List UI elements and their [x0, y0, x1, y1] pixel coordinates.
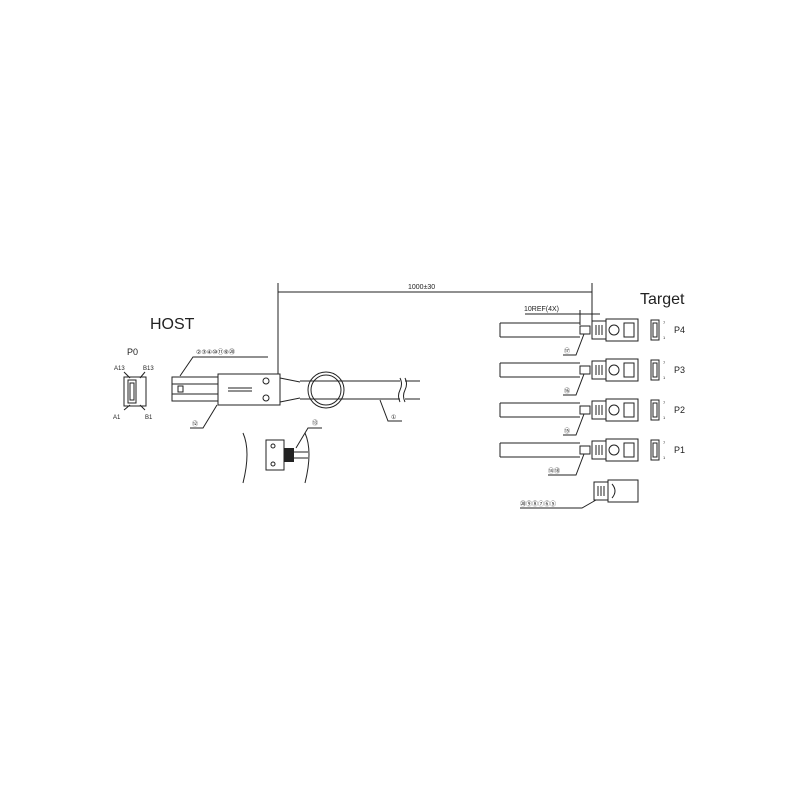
host-detail-view: [242, 432, 310, 484]
target-port-label: P2: [674, 405, 685, 415]
target-title: Target: [640, 291, 685, 308]
pin-1-label: 1: [663, 375, 666, 380]
spare-callouts: ⑳⑨⑧⑦⑥⑤: [520, 500, 556, 508]
pin-7-label: 7: [663, 400, 666, 405]
host-connector-face: [123, 371, 147, 411]
target-callout: ⑮: [564, 427, 570, 435]
pin-1-label: 1: [663, 415, 666, 420]
pin-a1: A1: [113, 415, 121, 421]
pin-7-label: 7: [663, 440, 666, 445]
pin-1-label: 1: [663, 335, 666, 340]
target-branch-p4: 7 1 P4 ⑰: [499, 318, 685, 356]
detail-callout: ⑬: [312, 419, 318, 427]
target-pin-face: [650, 399, 660, 421]
pin-b13: B13: [143, 366, 154, 372]
target-port-label: P4: [674, 325, 685, 335]
cable-callout: ①: [391, 414, 396, 421]
ref-dimension: 10REF(4X): [524, 306, 559, 313]
target-callout: ⑰: [564, 347, 570, 355]
pin-1-label: 1: [663, 455, 666, 460]
target-branch-p2: 7 1 P2 ⑮: [499, 398, 685, 436]
target-pin-face: [650, 359, 660, 381]
pin-a13: A13: [114, 366, 125, 372]
host-callout-bottom: ⑫: [192, 420, 198, 428]
host-callouts-top: ②③④⑩⑪⑨⑳: [196, 348, 235, 356]
length-dimension: 1000±30: [408, 284, 435, 291]
target-callout: ⑯: [564, 387, 570, 395]
pin-b1: B1: [145, 415, 153, 421]
target-port-label: P3: [674, 365, 685, 375]
target-callout: ⑭⑱: [548, 467, 560, 475]
spare-target-connector: [593, 479, 639, 503]
target-port-label: P1: [674, 445, 685, 455]
target-pin-face: [650, 439, 660, 461]
host-title: HOST: [150, 316, 195, 333]
host-plug: [171, 371, 420, 409]
target-branch-p1: 7 1 P1 ⑭⑱: [499, 438, 685, 476]
pin-7-label: 7: [663, 320, 666, 325]
host-port-label: P0: [127, 347, 138, 357]
target-pin-face: [650, 319, 660, 341]
pin-7-label: 7: [663, 360, 666, 365]
target-branch-p3: 7 1 P3 ⑯: [499, 358, 685, 396]
